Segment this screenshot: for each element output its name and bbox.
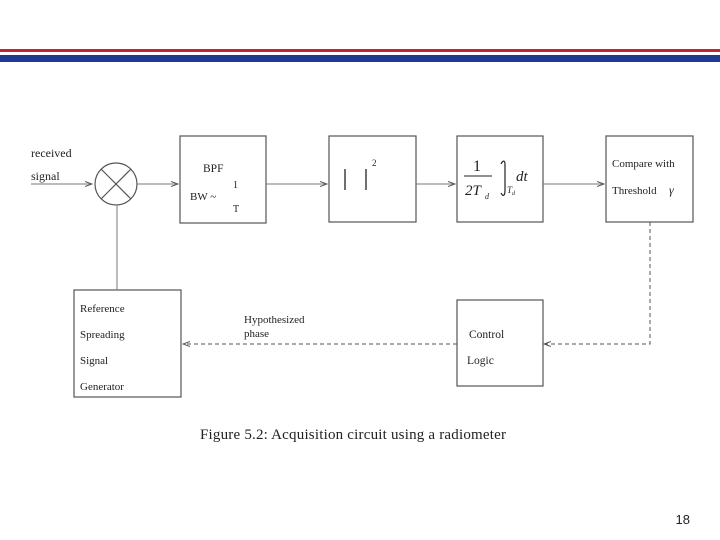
integral-sign-icon xyxy=(500,160,506,196)
square-law-block: 2 xyxy=(328,135,417,223)
integrator-differential: dt xyxy=(516,169,529,185)
control-logic-block: Control Logic xyxy=(456,299,544,387)
compare-line1: Compare with xyxy=(612,158,675,170)
integrator-numerator: 1 xyxy=(473,158,481,175)
control-line2: Logic xyxy=(467,355,494,367)
reference-line4: Generator xyxy=(80,381,124,393)
reference-generator-block: Reference Spreading Signal Generator xyxy=(73,289,182,398)
multiplier-circle-icon xyxy=(94,162,138,206)
bpf-block: BPF BW ~ 1 T xyxy=(179,135,267,224)
feedback-label-line1: Hypothesized xyxy=(244,314,305,326)
integrator-denominator: 2T xyxy=(465,183,483,199)
reference-line3: Signal xyxy=(80,355,108,367)
reference-line2: Spreading xyxy=(80,329,125,341)
integral-lower-limit: T xyxy=(507,185,513,195)
feedback-label-line2: phase xyxy=(244,328,269,340)
bpf-bw-denominator: T xyxy=(233,204,239,215)
header-rule-blue xyxy=(0,55,720,62)
integrator-block: 1 2T d T d dt xyxy=(456,135,544,223)
compare-to-control-dashed-arrow xyxy=(544,222,651,344)
header-rule-red xyxy=(0,49,720,52)
bpf-bw-numerator: 1 xyxy=(233,180,238,191)
input-label-line1: received xyxy=(31,146,72,160)
integrator-denominator-subscript: d xyxy=(485,192,490,201)
bpf-title: BPF xyxy=(203,163,223,175)
square-exponent: 2 xyxy=(372,158,377,168)
figure-caption: Figure 5.2: Acquisition circuit using a … xyxy=(200,427,507,443)
compare-block: Compare with Threshold γ xyxy=(605,135,694,223)
reference-line1: Reference xyxy=(80,303,125,315)
threshold-symbol: γ xyxy=(669,183,674,197)
page-number: 18 xyxy=(675,512,690,527)
compare-line2: Threshold xyxy=(612,185,657,197)
input-label-line2: signal xyxy=(31,169,60,183)
bpf-bw-label: BW ~ xyxy=(190,191,216,203)
integral-lower-subscript: d xyxy=(512,191,516,197)
control-line1: Control xyxy=(469,329,504,341)
